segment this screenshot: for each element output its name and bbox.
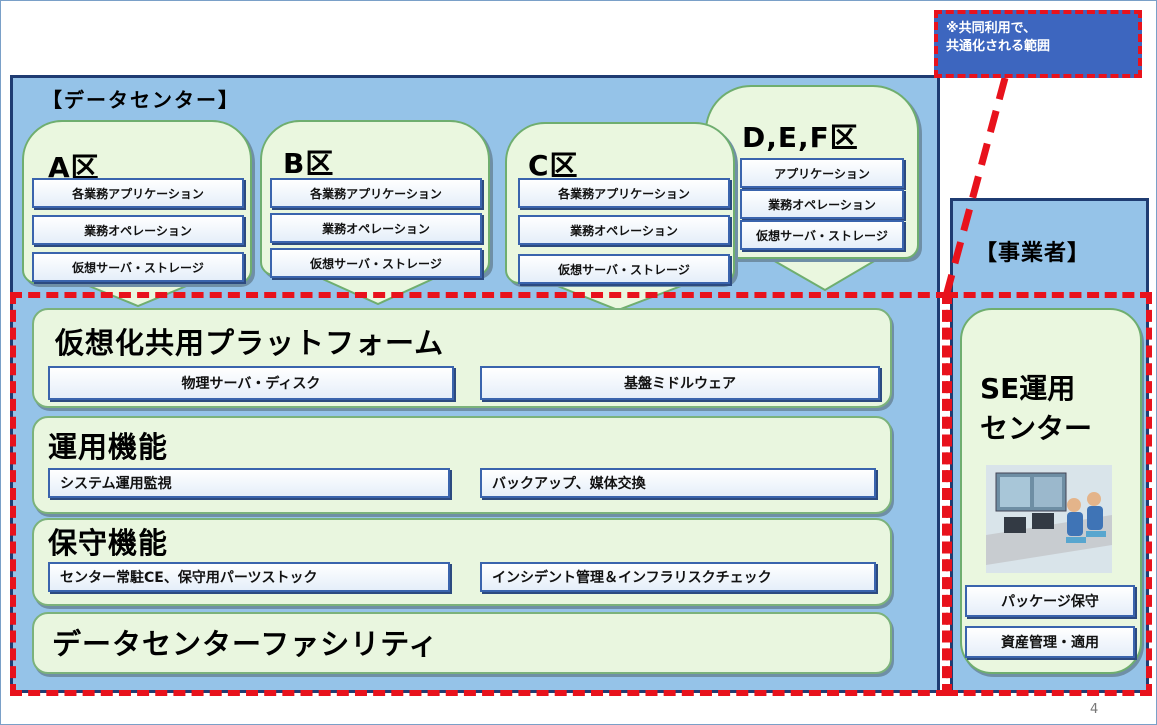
zone-c-title: C区 [528,149,579,182]
layer-maintenance-title: 保守機能 [48,526,169,560]
shared-scope-note: ※共同利用で、 共通化される範囲 [934,10,1142,78]
maintenance-item-1: センター常駐CE、保守用パーツストック [48,562,450,592]
operations-item-1: システム運用監視 [48,468,450,498]
operator-title: 【事業者】 [975,241,1091,266]
operator-item-2: 資産管理・適用 [965,626,1135,658]
shared-scope-outline-operator [946,292,1152,696]
layer-platform-title: 仮想化共用プラットフォーム [55,326,445,360]
layer-facility-title: データセンターファシリティ [52,627,439,661]
zone-a-item-2: 業務オペレーション [32,215,244,245]
zone-c-item-2: 業務オペレーション [518,215,730,245]
zone-def-item-2: 業務オペレーション [740,189,904,219]
zone-b-item-3: 仮想サーバ・ストレージ [270,248,482,278]
layer-facility [32,612,892,674]
note-line-2: 共通化される範囲 [946,39,1051,54]
page-number: 4 [1090,702,1099,717]
zone-def-item-1: アプリケーション [740,158,904,188]
operator-item-1: パッケージ保守 [965,585,1135,617]
zone-c-item-3: 仮想サーバ・ストレージ [518,254,730,284]
zone-a-item-1: 各業務アプリケーション [32,178,244,208]
zone-b-title: B区 [283,147,335,180]
maintenance-item-2: インシデント管理＆インフラリスクチェック [480,562,876,592]
zone-c-item-1: 各業務アプリケーション [518,178,730,208]
platform-item-2: 基盤ミドルウェア [480,366,880,400]
operator-desk-illustration [986,465,1112,573]
se-center-title-line-2: センター [980,412,1093,445]
zone-def-item-3: 仮想サーバ・ストレージ [740,220,904,250]
note-line-1: ※共同利用で、 [946,21,1037,36]
data-center-title: 【データセンター】 [42,88,240,112]
platform-item-1: 物理サーバ・ディスク [48,366,454,400]
zone-b-item-2: 業務オペレーション [270,213,482,243]
zone-def-title: D,E,F区 [742,121,859,154]
zone-a-item-3: 仮想サーバ・ストレージ [32,252,244,282]
shared-scope-outline-datacenter [10,292,948,696]
zone-b-item-1: 各業務アプリケーション [270,178,482,208]
se-center-title-line-1: SE運用 [980,372,1076,405]
layer-operations-title: 運用機能 [48,430,169,464]
operations-item-2: バックアップ、媒体交換 [480,468,876,498]
